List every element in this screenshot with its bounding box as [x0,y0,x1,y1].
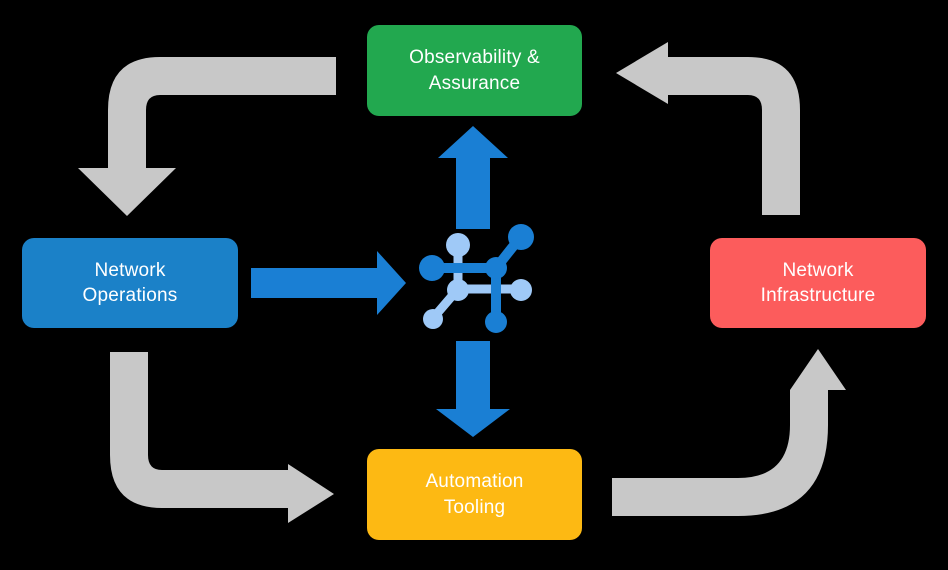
network-node-light-right [510,279,532,301]
blue-arrow-center-to-automation [436,341,510,437]
blue-arrow-operations-to-center [251,251,406,315]
network-node-dark-bottom [485,311,507,333]
network-node-light-top [446,233,470,257]
network-node-dark-left [419,255,445,281]
network-node-dark-center [485,257,507,279]
node-observability-assurance-label: Observability & Assurance [409,47,540,94]
network-node-light-bottom-left [423,309,443,329]
node-network-infrastructure[interactable]: Network Infrastructure [710,238,926,328]
node-observability-assurance[interactable]: Observability & Assurance [367,25,582,116]
network-topology-icon [419,224,534,333]
gray-arrow-observability-to-operations [78,57,336,216]
network-node-dark-top-right [508,224,534,250]
node-network-operations-label: Network Operations [82,259,178,306]
blue-arrow-center-to-observability [438,126,508,229]
gray-arrow-automation-to-infrastructure [612,349,846,516]
node-network-infrastructure-label: Network Infrastructure [760,259,876,306]
network-node-light-center [447,279,469,301]
node-automation-tooling[interactable]: Automation Tooling [367,449,582,540]
node-network-operations[interactable]: Network Operations [22,238,238,328]
gray-arrow-operations-to-automation [110,352,334,523]
gray-arrow-infrastructure-to-observability [616,42,800,215]
node-automation-tooling-label: Automation Tooling [425,471,524,518]
